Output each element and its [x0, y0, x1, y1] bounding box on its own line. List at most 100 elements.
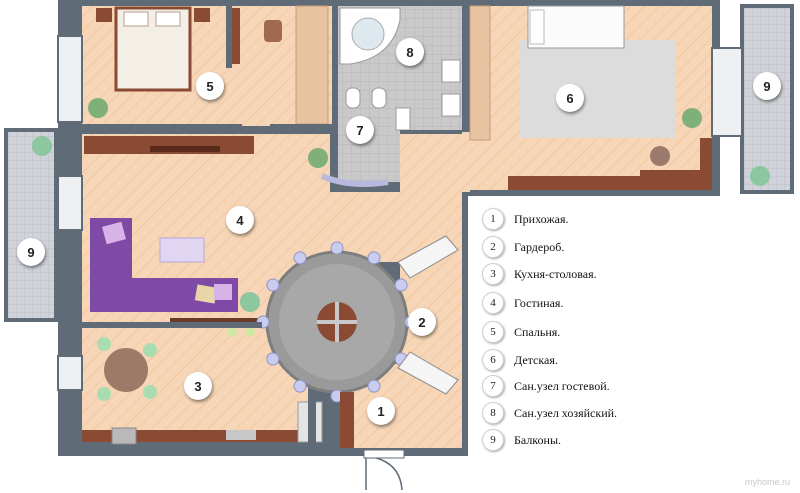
legend-number: 5	[482, 321, 504, 343]
window-left	[57, 175, 83, 231]
dining-chair	[394, 278, 408, 292]
watermark: myhome.ru	[744, 477, 790, 487]
room-marker-kids: 6	[556, 84, 584, 112]
legend-item: 2 Гардероб.	[482, 236, 564, 258]
bedroom-desk	[232, 8, 240, 64]
wall-living-kitchen	[82, 322, 262, 328]
bedroom-chair	[264, 20, 282, 42]
legend-item: 9 Балконы.	[482, 429, 561, 451]
room-marker-bedroom: 5	[196, 72, 224, 100]
kids-pillow	[529, 9, 545, 45]
wall-kitchen-right	[308, 400, 316, 448]
room-marker-hallway: 1	[367, 397, 395, 425]
legend-number: 9	[482, 429, 504, 451]
dining-chair	[367, 379, 381, 393]
toilet-1	[345, 87, 361, 109]
dining-chair	[367, 251, 381, 265]
legend-label: Балконы.	[514, 432, 562, 447]
bedroom-wall	[226, 6, 232, 68]
kitchen-stove	[111, 427, 137, 445]
living-cabinet-top	[150, 146, 220, 152]
bedroom-plant	[88, 98, 108, 118]
bedroom-wardrobe	[295, 5, 329, 125]
wall-bedroom-living-2	[270, 124, 332, 130]
bed-pillow-left	[123, 11, 149, 27]
legend-item: 5 Спальня.	[482, 321, 560, 343]
nightstand-left	[96, 8, 112, 22]
toilet-2	[371, 87, 387, 109]
kids-chair	[650, 146, 670, 166]
kids-wardrobe	[469, 5, 491, 141]
living-plant	[240, 292, 260, 312]
legend-number: 7	[482, 375, 504, 397]
balcony-topleft-gap	[57, 35, 83, 123]
dining-chair	[266, 278, 280, 292]
legend-label: Спальня.	[514, 324, 561, 339]
dining-chair	[266, 352, 280, 366]
corridor-floor	[400, 132, 470, 192]
legend-label: Гостиная.	[514, 295, 564, 310]
balcony-plant-right	[750, 166, 770, 186]
room-living-floor	[82, 134, 462, 322]
legend-item: 4 Гостиная.	[482, 292, 563, 314]
dining-chair	[293, 379, 307, 393]
dining-chair	[330, 241, 344, 255]
legend-item: 1 Прихожая.	[482, 208, 568, 230]
legend-item: 3 Кухня-столовая.	[482, 263, 597, 285]
wall-bath-corridor	[400, 130, 462, 134]
bath-curved-wall	[320, 173, 389, 187]
room-marker-balcony-right: 9	[753, 72, 781, 100]
kids-desk	[508, 138, 712, 190]
legend-label: Гардероб.	[514, 239, 565, 254]
bed-pillow-right	[155, 11, 181, 27]
kitchen-chair-2	[143, 343, 157, 357]
entrance-door	[365, 455, 403, 491]
balcony-plant-left	[32, 136, 52, 156]
sofa-cushion-3	[214, 284, 232, 300]
legend-label: Сан.узел хозяйский.	[514, 405, 618, 420]
legend-number: 2	[482, 236, 504, 258]
nightstand-right	[194, 8, 210, 22]
coffee-table	[159, 237, 205, 263]
legend-label: Прихожая.	[514, 211, 569, 226]
hallway-door-jamb	[340, 392, 354, 448]
wardrobe-shelf-lower	[397, 351, 459, 395]
room-marker-balcony-left: 9	[17, 238, 45, 266]
sofa-cushion-1	[102, 221, 126, 245]
kitchen-chair-4	[143, 385, 157, 399]
room-marker-wardrobe: 2	[408, 308, 436, 336]
balcony-left	[4, 128, 58, 322]
legend-number: 4	[482, 292, 504, 314]
guest-sink	[395, 107, 411, 131]
kitchen-stool-1	[227, 327, 237, 337]
legend-number: 8	[482, 402, 504, 424]
wardrobe-shelf-upper	[397, 235, 459, 279]
room-marker-master-bath: 8	[396, 38, 424, 66]
room-marker-living: 4	[226, 206, 254, 234]
bathtub-basin	[351, 17, 385, 51]
entrance-threshold	[363, 449, 405, 459]
legend-number: 6	[482, 349, 504, 371]
window-kids	[711, 47, 743, 137]
legend-item: 6 Детская.	[482, 349, 558, 371]
room-marker-kitchen: 3	[184, 372, 212, 400]
legend-item: 7 Сан.узел гостевой.	[482, 375, 610, 397]
master-sink-1	[441, 59, 461, 83]
sofa-cushion-2	[194, 284, 218, 304]
legend-label: Кухня-столовая.	[514, 266, 597, 281]
legend-label: Сан.узел гостевой.	[514, 378, 610, 393]
wall-bedroom-living	[82, 124, 242, 130]
legend-item: 8 Сан.узел хозяйский.	[482, 402, 617, 424]
kitchen-chair-3	[97, 387, 111, 401]
legend-number: 1	[482, 208, 504, 230]
kitchen-sink	[226, 430, 256, 440]
living-plant-2	[308, 148, 328, 168]
window-kitchen	[57, 355, 83, 391]
kids-carpet	[520, 40, 676, 138]
kitchen-table	[104, 348, 148, 392]
kids-plant	[682, 108, 702, 128]
dining-chair	[293, 251, 307, 265]
legend-number: 3	[482, 263, 504, 285]
kitchen-chair-1	[97, 337, 111, 351]
